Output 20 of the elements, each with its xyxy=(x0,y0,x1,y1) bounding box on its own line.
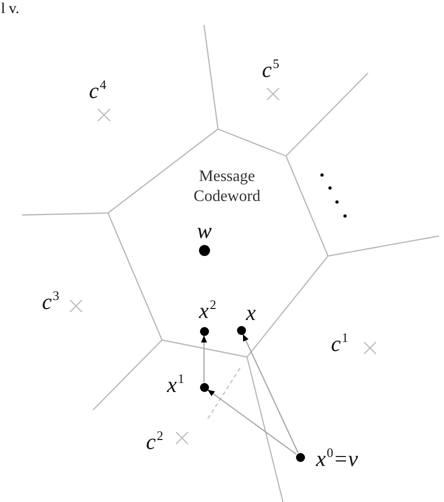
point-dot xyxy=(198,244,210,256)
arrow xyxy=(242,334,299,454)
codeword-label: c$^{4}$ xyxy=(89,78,106,102)
point-label: x$^{2}$ xyxy=(199,298,216,322)
codeword-label: c$^{2}$ xyxy=(146,429,164,453)
point-label: w xyxy=(197,220,212,242)
arrow xyxy=(207,389,297,455)
point-dot xyxy=(200,382,208,392)
codeword-label: c$^{5}$ xyxy=(262,57,280,81)
region-label: Message Codeword xyxy=(192,167,262,207)
point-label: x$^{0}$=v xyxy=(316,446,358,470)
point-label: x xyxy=(246,302,256,324)
arrow xyxy=(201,336,207,382)
text-fragment: l v. xyxy=(1,1,20,18)
point-dot xyxy=(296,452,304,462)
point-dot xyxy=(236,326,246,334)
point-dot xyxy=(200,326,208,336)
codeword-label: c$^{3}$ xyxy=(42,289,60,313)
point-label: x$^{1}$ xyxy=(167,372,184,396)
codeword-label: c$^{1}$ xyxy=(331,331,348,355)
